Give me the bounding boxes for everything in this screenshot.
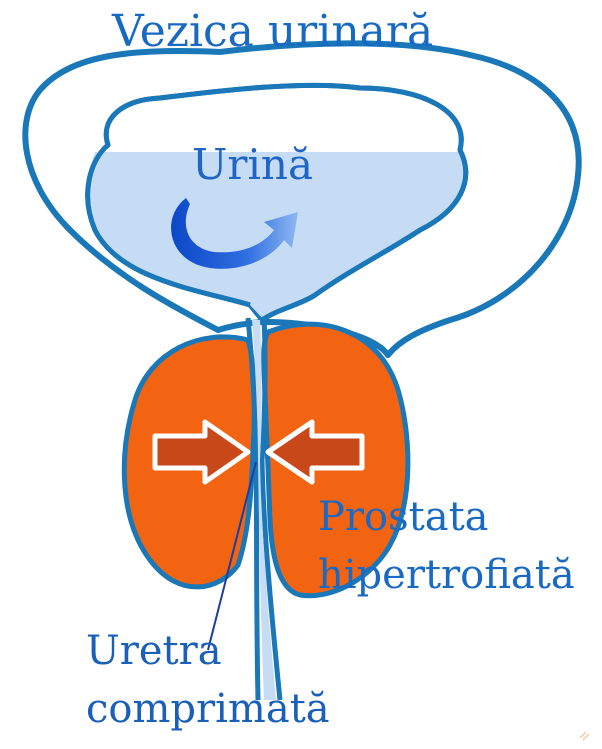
prostate-label-line1: Prostata [318,494,489,540]
prostate-label-line2: hipertrofiată [318,552,575,598]
bladder-label: Vezica urinară [112,6,433,57]
watermark-mark [580,732,589,740]
urine-label: Urină [192,140,313,189]
urethra-label-line2: comprimată [86,686,330,732]
urethra-label-line1: Uretra [86,628,222,674]
